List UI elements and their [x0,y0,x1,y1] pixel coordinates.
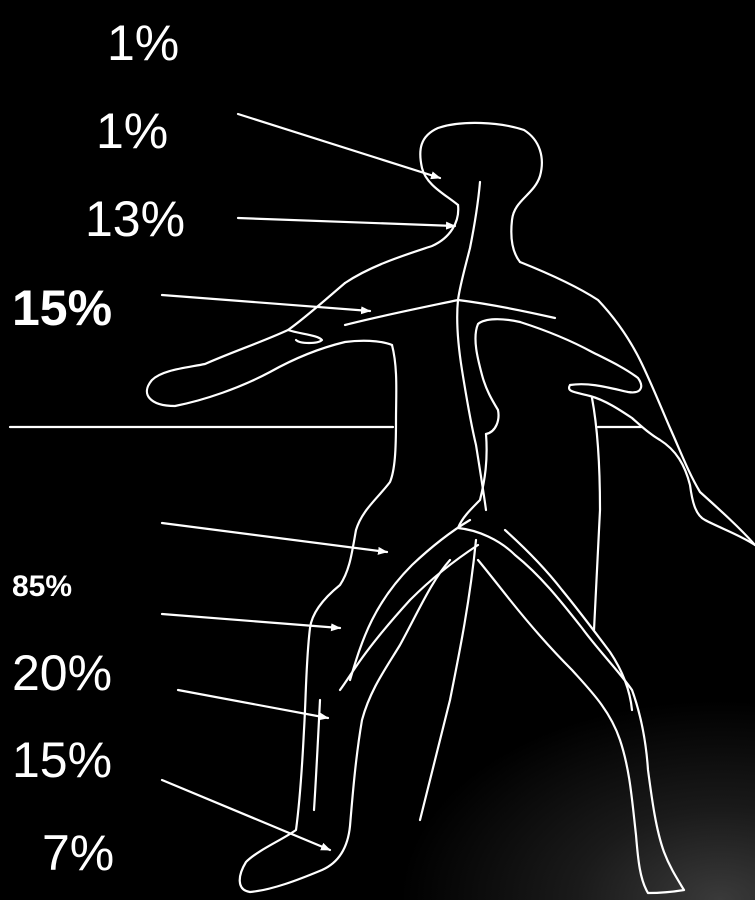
arrow-3 [162,295,370,311]
left-hand-outline [288,330,322,343]
chest-line [475,319,520,434]
label-2: 1% [96,106,168,156]
left-arm-outline [147,283,392,406]
label-5: 85% [12,572,72,602]
label-8: 7% [42,828,114,878]
spine-line [457,182,486,510]
arrow-7 [162,780,330,850]
arrow-1 [238,114,440,178]
head-outline [420,123,542,262]
label-3: 13% [85,194,185,244]
label-6: 20% [12,648,112,698]
arrow-2 [238,218,455,226]
label-4: 15% [12,283,112,333]
right-torso-side [592,398,600,630]
inner-leg-line-3 [505,530,632,710]
label-7: 15% [12,735,112,785]
right-torso-outline [520,262,755,545]
shoulder-line [345,300,555,325]
arrow-4 [162,523,387,552]
right-leg-outline [458,434,684,893]
neck-outline [345,205,458,283]
label-1: 1% [107,18,179,68]
